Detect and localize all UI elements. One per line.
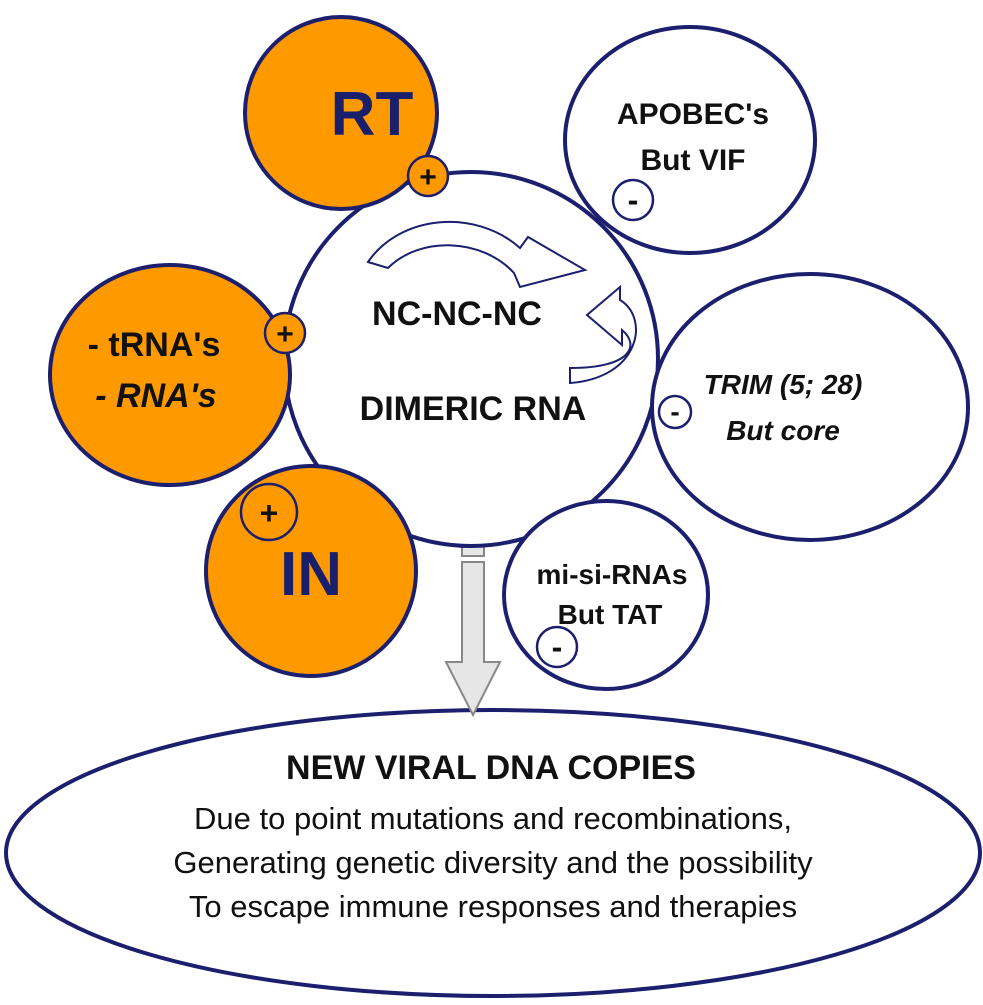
- apobec-node: [563, 25, 817, 255]
- center-label-dimeric-rna: DIMERIC RNA: [360, 390, 587, 428]
- output-arrow: [444, 530, 502, 718]
- trna-plus-sign: +: [276, 318, 294, 351]
- trim-node: [650, 272, 970, 542]
- rt-plus-badge: [406, 154, 450, 198]
- in-label: IN: [280, 540, 342, 609]
- trim-line2: But core: [726, 415, 840, 446]
- trim-line1: TRIM (5; 28): [704, 369, 863, 400]
- mirna-node: [502, 499, 710, 691]
- mirna-minus-sign: -: [552, 629, 563, 665]
- result-ellipse: [4, 708, 982, 998]
- in-plus-sign: +: [260, 495, 279, 531]
- trim-minus-badge: [657, 394, 693, 430]
- trna-line2: - RNA's: [95, 377, 216, 415]
- trna-node: [48, 263, 292, 487]
- in-plus-badge: [239, 482, 299, 542]
- apobec-minus-badge: [611, 178, 655, 222]
- trim-minus-sign: -: [670, 396, 679, 427]
- rt-plus-sign: +: [419, 161, 437, 194]
- mirna-line2: But TAT: [558, 599, 663, 630]
- result-title: NEW VIRAL DNA COPIES: [286, 749, 696, 787]
- curved-arrow-right: [366, 220, 588, 289]
- result-line3: To escape immune responses and therapies: [189, 889, 797, 924]
- trna-line1: - tRNA's: [88, 326, 221, 364]
- result-line1: Due to point mutations and recombination…: [194, 801, 792, 836]
- trna-plus-badge: [263, 311, 307, 355]
- apobec-line2: But VIF: [641, 144, 746, 177]
- center-label-nc: NC-NC-NC: [372, 295, 542, 333]
- apobec-line1: APOBEC's: [617, 98, 769, 131]
- mirna-minus-badge: [535, 625, 579, 669]
- curved-arrow-back: [569, 284, 637, 385]
- result-line2: Generating genetic diversity and the pos…: [173, 845, 813, 880]
- mirna-line1: mi-si-RNAs: [537, 559, 688, 590]
- rt-label: RT: [331, 80, 414, 149]
- apobec-minus-sign: -: [628, 182, 639, 218]
- rt-node: [243, 15, 439, 211]
